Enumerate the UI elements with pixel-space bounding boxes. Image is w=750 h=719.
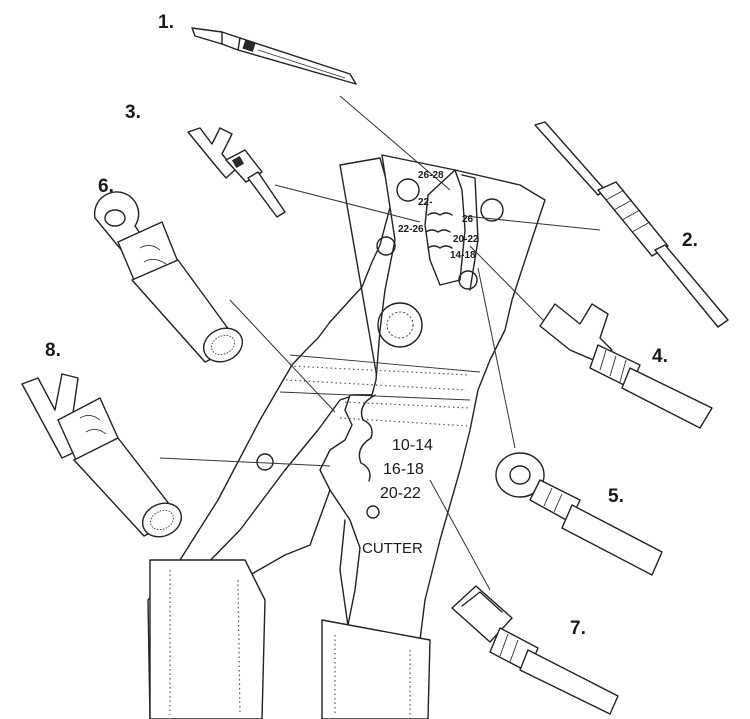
part-number-6: 6. <box>98 176 114 197</box>
spade-terminal-icon <box>539 303 713 429</box>
spade-terminal-icon <box>187 127 286 218</box>
part-number-1: 1. <box>158 12 174 33</box>
jaw-gauge-20-22: 20-22 <box>453 234 479 245</box>
crimping-tool-icon <box>147 154 546 719</box>
ring-terminal-icon <box>495 452 663 576</box>
handle-gauge-10-14: 10-14 <box>392 437 433 454</box>
ring-terminal-icon <box>93 191 244 363</box>
jaw-gauge-26-28: 26-28 <box>418 170 444 181</box>
leader-lines <box>159 95 601 591</box>
part-number-2: 2. <box>682 230 698 251</box>
part-number-5: 5. <box>608 486 624 507</box>
jaw-gauge-14-18: 14-18 <box>450 250 476 261</box>
disconnect-terminal-icon <box>451 585 619 715</box>
part-number-8: 8. <box>45 340 61 361</box>
part-number-4: 4. <box>652 346 668 367</box>
handle-gauge-16-18: 16-18 <box>383 461 424 478</box>
part-number-3: 3. <box>125 102 141 123</box>
handle-gauge-20-22: 20-22 <box>380 485 421 502</box>
pin-terminal-icon <box>191 27 357 85</box>
handle-gauge-labels: 10-14 16-18 20-22 CUTTER <box>362 437 433 557</box>
jaw-gauge-22-26: 22-26 <box>398 224 424 235</box>
spade-terminal-icon <box>21 373 183 538</box>
jaw-gauge-22: 22- <box>418 197 432 208</box>
jaw-gauge-labels: 26-28 22- 26 22-26 20-22 14-18 <box>398 170 479 261</box>
jaw-gauge-26: 26 <box>462 214 474 225</box>
butt-splice-icon <box>534 121 729 328</box>
cutter-label: CUTTER <box>362 540 423 557</box>
part-number-7: 7. <box>570 618 586 639</box>
